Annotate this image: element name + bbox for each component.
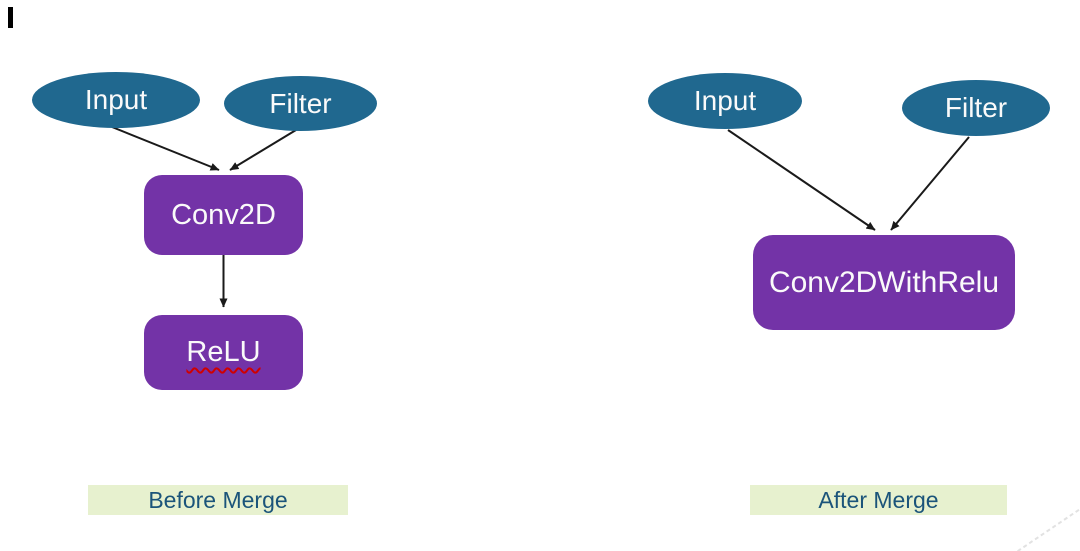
edge-after-filter-to-merged — [890, 136, 970, 231]
node-conv2dwithrelu-label: Conv2DWithRelu — [768, 265, 1000, 299]
node-relu-label: ReLU — [186, 336, 261, 368]
node-conv2d: Conv2D — [144, 175, 303, 255]
node-before-filter: Filter — [224, 76, 377, 131]
node-after-filter: Filter — [902, 80, 1050, 136]
caption-before-merge-label: Before Merge — [148, 486, 288, 513]
node-before-input-label: Input — [84, 84, 148, 115]
caption-after-merge-label: After Merge — [818, 486, 939, 513]
edge-before-input-to-conv2d — [111, 126, 220, 171]
edge-after-input-to-merged — [727, 129, 876, 231]
text-cursor-artifact — [8, 7, 13, 28]
node-after-input: Input — [648, 73, 802, 129]
node-before-filter-label: Filter — [269, 87, 332, 119]
node-conv2d-label: Conv2D — [171, 198, 276, 231]
corner-decoration-line — [1016, 507, 1080, 551]
caption-before-merge: Before Merge — [88, 485, 348, 515]
node-after-input-label: Input — [693, 85, 757, 116]
node-conv2dwithrelu: Conv2DWithRelu — [753, 235, 1015, 330]
caption-after-merge: After Merge — [750, 485, 1007, 515]
node-before-input: Input — [32, 72, 200, 128]
node-after-filter-label: Filter — [944, 92, 1008, 123]
edge-before-filter-to-conv2d — [229, 129, 297, 171]
node-relu: ReLU — [144, 315, 303, 390]
